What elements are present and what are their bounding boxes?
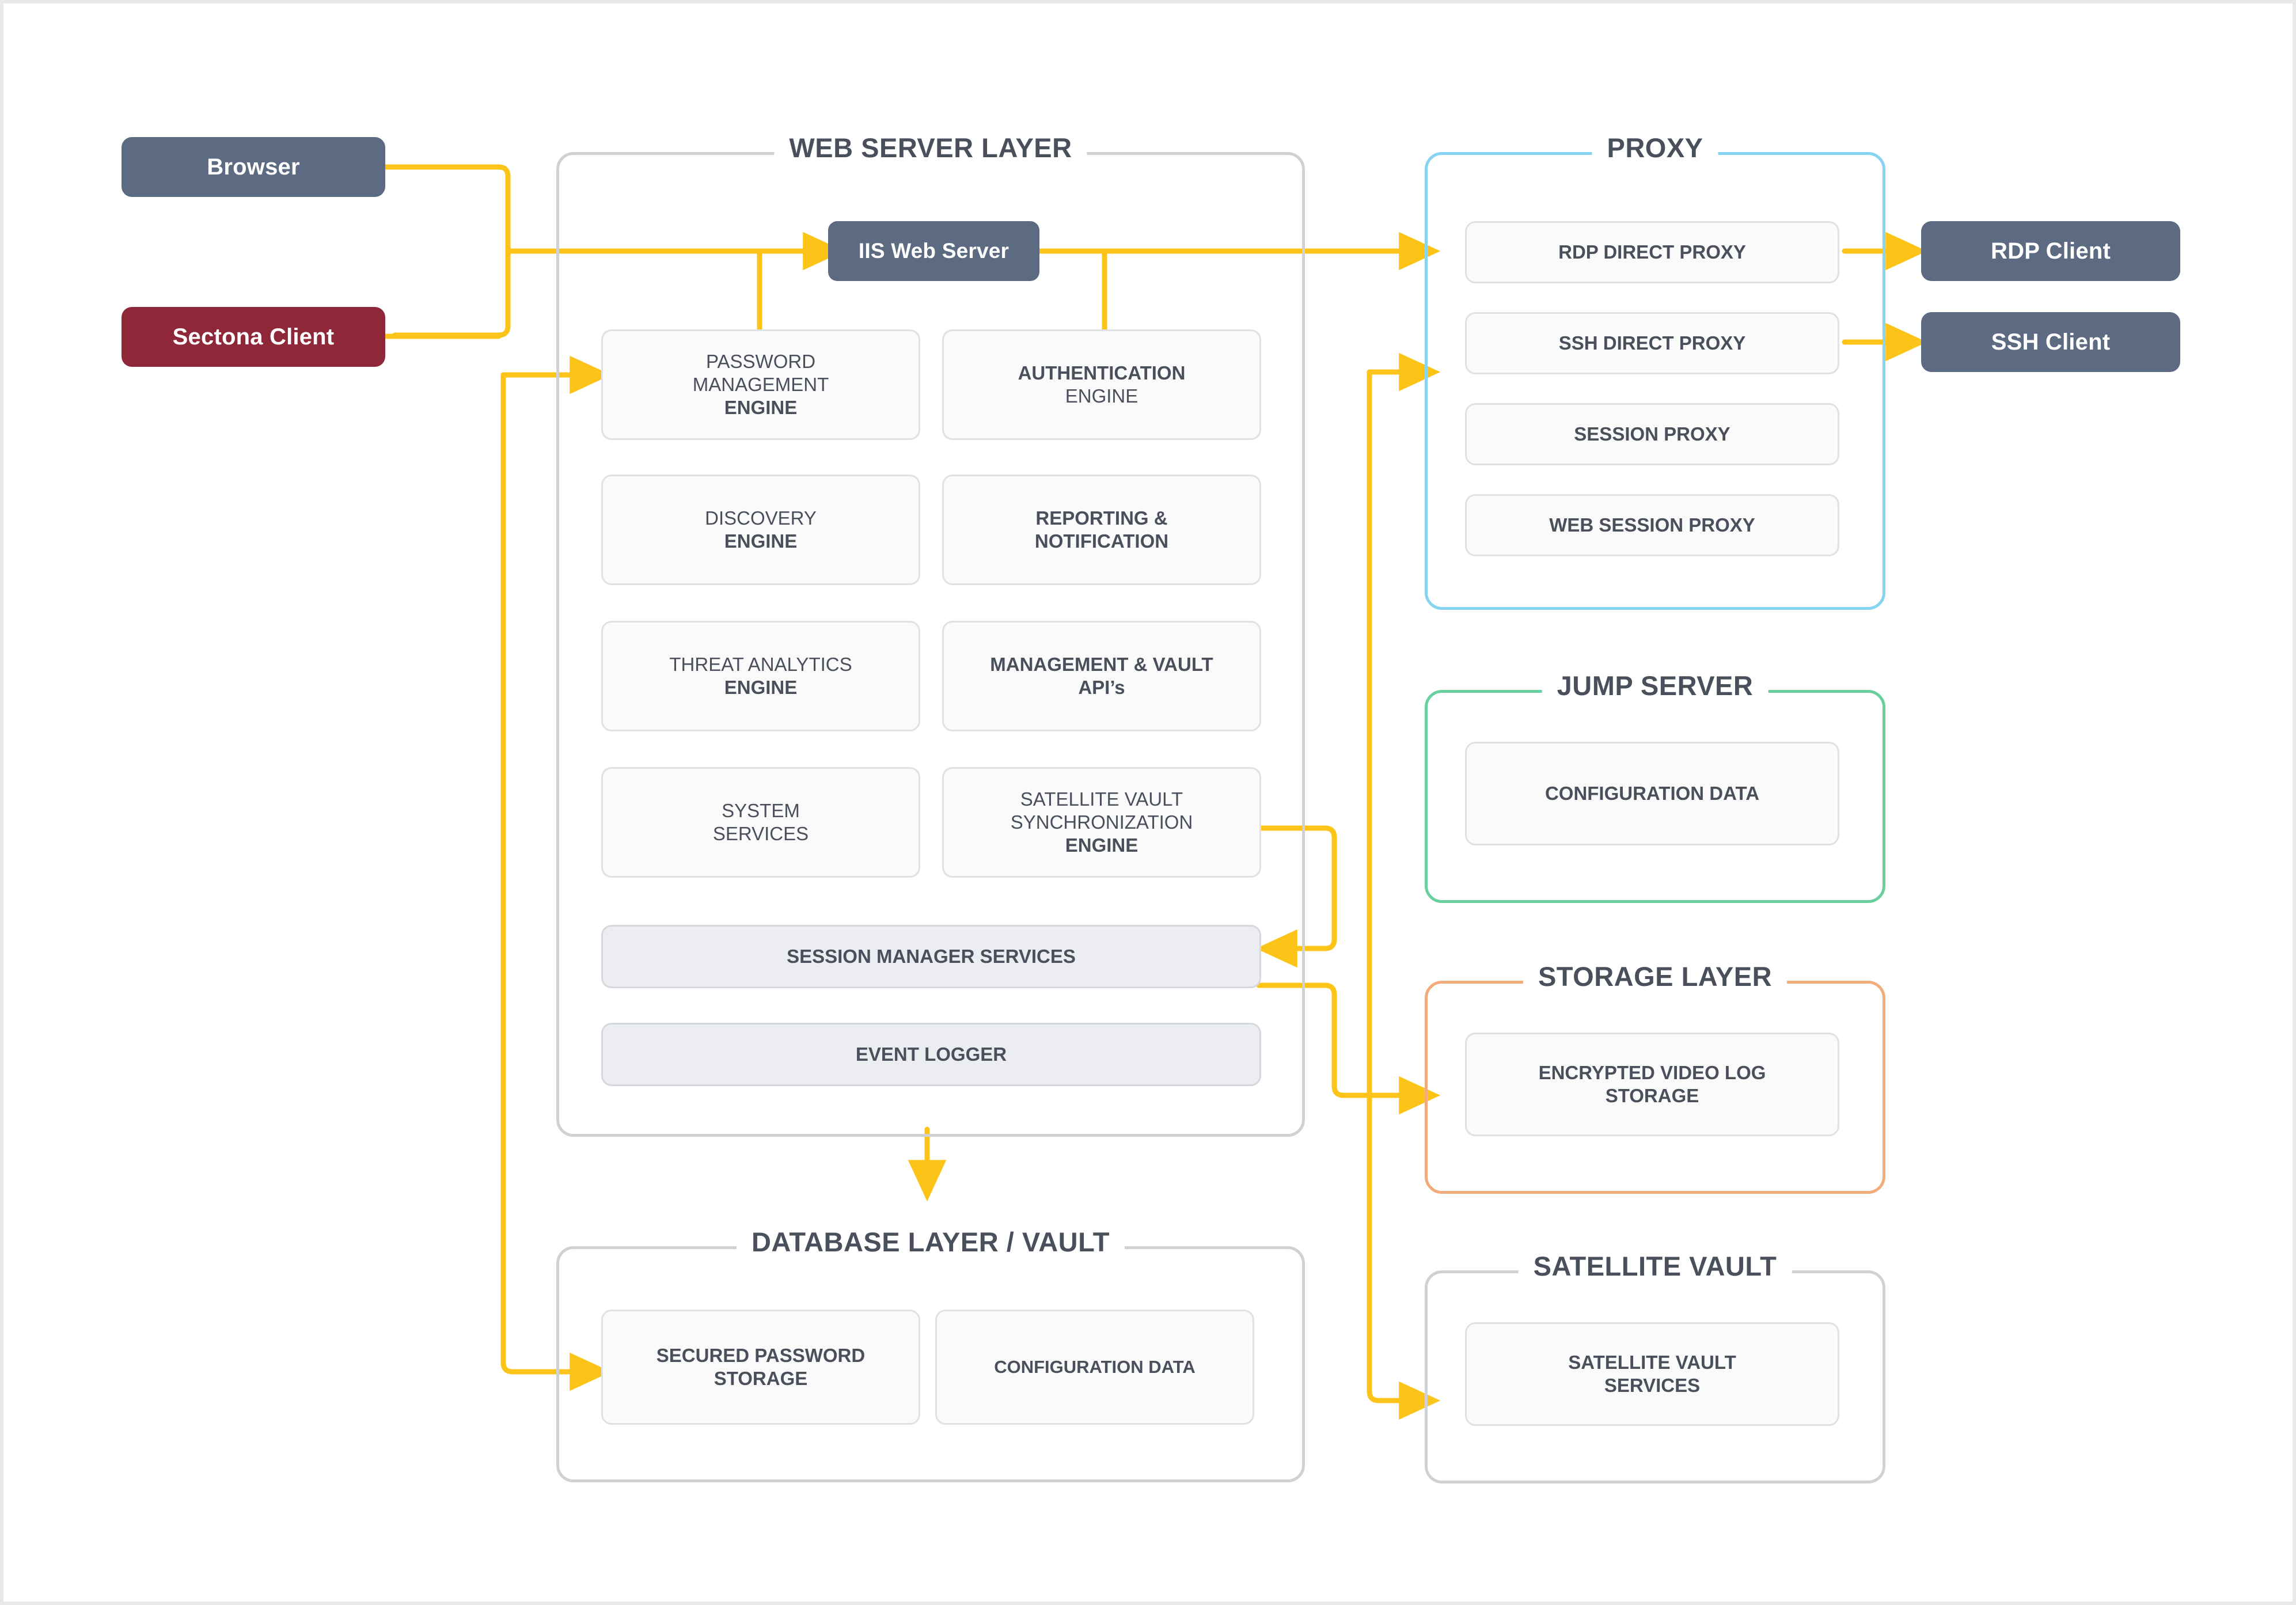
sys-line1: SYSTEM [722, 799, 800, 821]
sys-line2: SERVICES [712, 823, 809, 844]
client-sectona-label: Sectona Client [172, 324, 335, 350]
sps-line1: SECURED PASSWORD [656, 1344, 866, 1366]
panel-proxy: PROXY [1425, 132, 1885, 610]
bar-session-manager-services-label: SESSION MANAGER SERVICES [787, 945, 1076, 967]
box-rdp-direct-proxy-label: RDP DIRECT PROXY [1558, 241, 1746, 263]
box-satellite-vault-services[interactable]: SATELLITE VAULT SERVICES [1465, 1322, 1839, 1426]
bar-event-logger[interactable]: EVENT LOGGER [601, 1023, 1261, 1086]
box-database-configuration-data[interactable]: CONFIGURATION DATA [935, 1310, 1254, 1425]
client-rdp[interactable]: RDP Client [1921, 221, 2180, 281]
box-satellite-vault-sync-engine[interactable]: SATELLITE VAULT SYNCHRONIZATION ENGINE [942, 767, 1261, 878]
panel-database-layer-title: DATABASE LAYER / VAULT [736, 1226, 1125, 1258]
panel-database-layer: DATABASE LAYER / VAULT [556, 1226, 1305, 1482]
panel-storage-layer-title: STORAGE LAYER [1523, 961, 1788, 992]
threat-line1: THREAT ANALYTICS [669, 653, 852, 675]
wire-browser-to-bus [382, 164, 511, 338]
svsvc-line1: SATELLITE VAULT [1568, 1351, 1736, 1373]
rep-line2: NOTIFICATION [1034, 530, 1169, 552]
box-session-proxy[interactable]: SESSION PROXY [1465, 403, 1839, 465]
iis-web-server[interactable]: IIS Web Server [828, 221, 1039, 281]
svs-line3: ENGINE [1065, 834, 1138, 856]
client-browser[interactable]: Browser [122, 137, 385, 197]
box-rdp-direct-proxy[interactable]: RDP DIRECT PROXY [1465, 221, 1839, 283]
disc-line1: DISCOVERY [705, 507, 817, 529]
box-web-session-proxy[interactable]: WEB SESSION PROXY [1465, 494, 1839, 556]
client-rdp-label: RDP Client [1991, 238, 2111, 264]
mva-line1: MANAGEMENT & VAULT [990, 653, 1213, 675]
svs-line2: SYNCHRONIZATION [1010, 811, 1193, 833]
box-secured-password-storage[interactable]: SECURED PASSWORD STORAGE [601, 1310, 920, 1425]
iis-web-server-label: IIS Web Server [858, 238, 1010, 263]
evls-line1: ENCRYPTED VIDEO LOG [1538, 1061, 1766, 1083]
auth-line2: ENGINE [1065, 385, 1138, 407]
pm-line2: MANAGEMENT [692, 373, 829, 395]
svs-line1: SATELLITE VAULT [1020, 788, 1183, 810]
panel-web-server-layer-title: WEB SERVER LAYER [774, 132, 1087, 164]
box-jump-server-configuration-data-label: CONFIGURATION DATA [1544, 782, 1760, 804]
client-browser-label: Browser [207, 154, 300, 180]
panel-storage-layer: STORAGE LAYER [1425, 961, 1885, 1194]
svsvc-line2: SERVICES [1604, 1375, 1701, 1396]
panel-jump-server: JUMP SERVER [1425, 670, 1885, 903]
client-ssh-label: SSH Client [1991, 329, 2111, 355]
pm-line3: ENGINE [724, 397, 798, 419]
disc-line2: ENGINE [724, 530, 798, 552]
box-jump-server-configuration-data[interactable]: CONFIGURATION DATA [1465, 742, 1839, 845]
box-system-services[interactable]: SYSTEM SERVICES [601, 767, 920, 878]
box-ssh-direct-proxy[interactable]: SSH DIRECT PROXY [1465, 312, 1839, 374]
sps-line2: STORAGE [714, 1368, 808, 1389]
box-web-session-proxy-label: WEB SESSION PROXY [1549, 514, 1755, 536]
panel-satellite-vault-title: SATELLITE VAULT [1518, 1250, 1792, 1282]
box-session-proxy-label: SESSION PROXY [1574, 423, 1730, 445]
threat-line2: ENGINE [724, 677, 798, 698]
pm-line1: PASSWORD [705, 350, 816, 372]
evls-line2: STORAGE [1605, 1085, 1699, 1106]
wire-right-trunk [1367, 369, 1441, 1420]
bar-session-manager-services[interactable]: SESSION MANAGER SERVICES [601, 925, 1261, 988]
client-sectona[interactable]: Sectona Client [122, 307, 385, 367]
box-reporting-notification[interactable]: REPORTING & NOTIFICATION [942, 475, 1261, 585]
panel-satellite-vault: SATELLITE VAULT [1425, 1250, 1885, 1483]
panel-proxy-title: PROXY [1592, 132, 1718, 164]
box-authentication-engine[interactable]: AUTHENTICATION ENGINE [942, 329, 1261, 440]
auth-line1: AUTHENTICATION [1018, 362, 1186, 384]
panel-web-server-layer: WEB SERVER LAYER [556, 132, 1305, 1137]
box-database-configuration-data-label: CONFIGURATION DATA [994, 1357, 1196, 1378]
box-threat-analytics-engine[interactable]: THREAT ANALYTICS ENGINE [601, 621, 920, 731]
client-ssh[interactable]: SSH Client [1921, 312, 2180, 372]
rep-line1: REPORTING & [1035, 507, 1168, 529]
box-password-management-engine[interactable]: PASSWORD MANAGEMENT ENGINE [601, 329, 920, 440]
box-encrypted-video-log-storage[interactable]: ENCRYPTED VIDEO LOG STORAGE [1465, 1033, 1839, 1136]
mva-line2: API’s [1078, 677, 1125, 698]
box-discovery-engine[interactable]: DISCOVERY ENGINE [601, 475, 920, 585]
box-management-vault-apis[interactable]: MANAGEMENT & VAULT API’s [942, 621, 1261, 731]
box-ssh-direct-proxy-label: SSH DIRECT PROXY [1558, 332, 1746, 354]
panel-jump-server-title: JUMP SERVER [1542, 670, 1769, 701]
bar-event-logger-label: EVENT LOGGER [855, 1043, 1007, 1065]
